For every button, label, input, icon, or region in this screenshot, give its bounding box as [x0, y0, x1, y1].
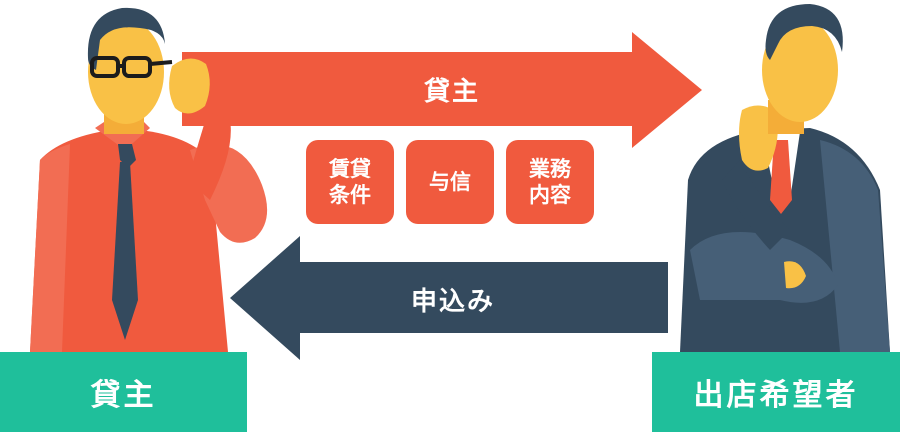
condition-box-line1: 業務: [529, 156, 571, 181]
condition-box-credit: 与信: [406, 140, 494, 224]
condition-box-line1: 賃貸: [329, 156, 371, 181]
condition-box-rental-terms: 賃貸 条件: [306, 140, 394, 224]
condition-box-line1: 与信: [429, 169, 471, 194]
bottom-arrow-label: 申込み: [410, 286, 495, 317]
top-arrow: [182, 32, 702, 148]
condition-box-business: 業務 内容: [506, 140, 594, 224]
top-arrow-label: 貸主: [423, 76, 480, 107]
right-person-illustration: [680, 4, 890, 352]
condition-box-line2: 条件: [329, 183, 371, 207]
bottom-arrow: [230, 236, 668, 360]
left-person-nameplate: 貸主: [0, 352, 247, 432]
condition-box-line2: 内容: [529, 183, 571, 207]
right-person-nameplate: 出店希望者: [652, 352, 900, 432]
left-person-illustration: [30, 7, 268, 352]
